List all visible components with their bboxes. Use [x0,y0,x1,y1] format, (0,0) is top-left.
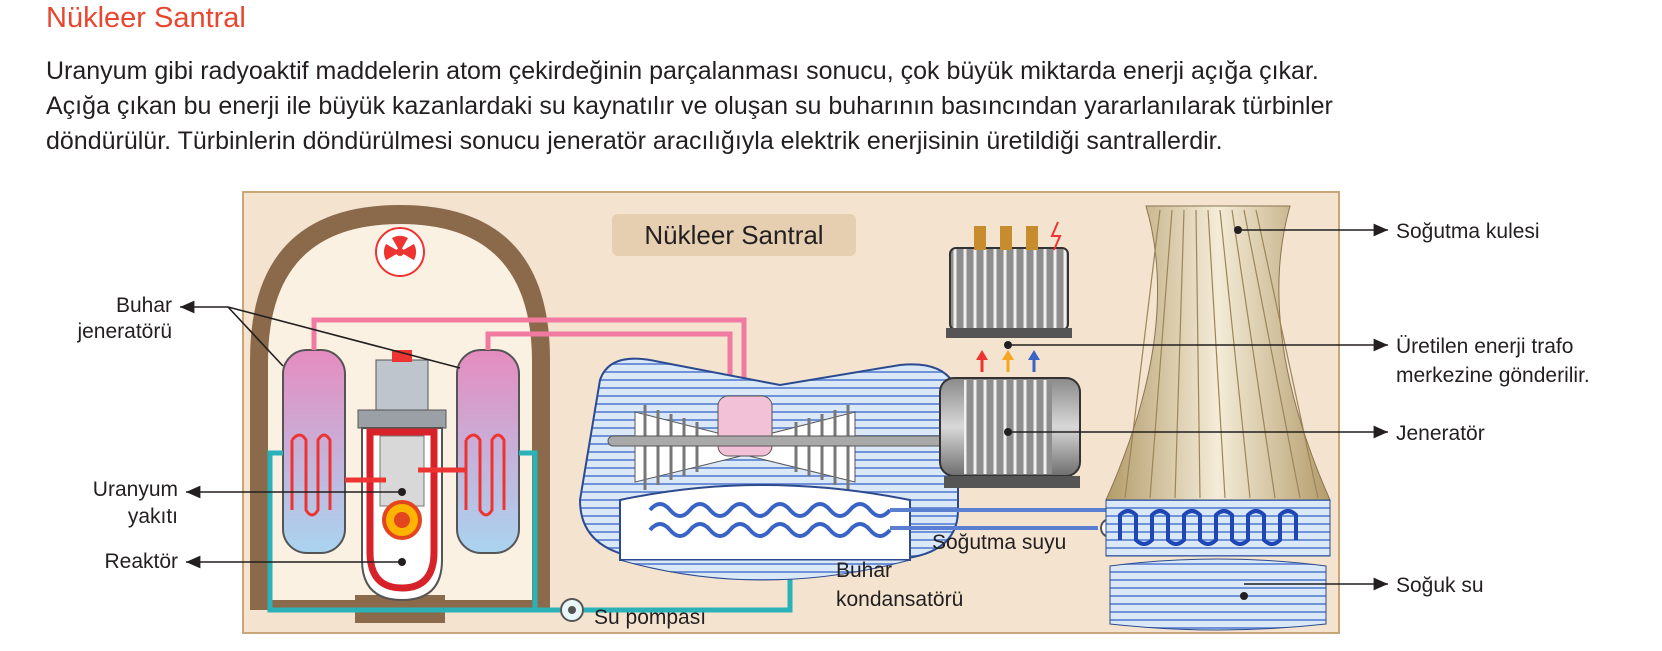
paragraph-line: döndürülür. Türbinlerin döndürülmesi son… [46,127,1223,155]
label-generator: Jeneratör [1396,422,1485,445]
label-steam-generator-1: Buhar [116,294,172,317]
cooling-tower [1105,205,1331,631]
label-transformer-1: Üretilen enerji trafo [1396,335,1573,358]
diagram-banner [612,214,856,256]
cooling-water-pipes [890,508,1120,530]
label-uranium-fuel-1: Uranyum [93,478,178,501]
label-steam-condenser-1: Buhar [836,559,892,582]
page-heading: Nükleer Santral [46,2,246,34]
power-arrows [976,350,1040,372]
turbine-condenser [578,357,969,581]
description-paragraph: Uranyum gibi radyoaktif maddelerin atom … [46,54,1626,159]
radiation-icon [375,227,425,277]
label-steam-generator-2: jeneratörü [76,320,172,343]
reactor-vessel [357,350,447,602]
label-cold-water: Soğuk su [1396,574,1484,597]
label-cooling-water: Soğutma suyu [932,531,1066,554]
label-reactor: Reaktör [104,550,178,573]
label-water-pump: Su pompası [594,606,706,629]
water-pump-icon [560,598,584,622]
feedwater-pipes [267,450,793,613]
diagram-banner-text: Nükleer Santral [644,220,823,250]
generator [939,377,1081,488]
label-transformer-2: merkezine gönderilir. [1396,364,1590,387]
label-cooling-tower: Soğutma kulesi [1396,220,1540,243]
leader-lines [180,223,1388,591]
transformer [946,221,1072,349]
paragraph-line: Açığa çıkan bu enerji ile büyük kazanlar… [46,92,1333,120]
paragraph-line: Uranyum gibi radyoaktif maddelerin atom … [46,57,1319,85]
label-uranium-fuel-2: yakıtı [128,505,178,528]
steam-pipes [311,317,747,380]
label-steam-condenser-2: kondansatörü [836,588,963,611]
